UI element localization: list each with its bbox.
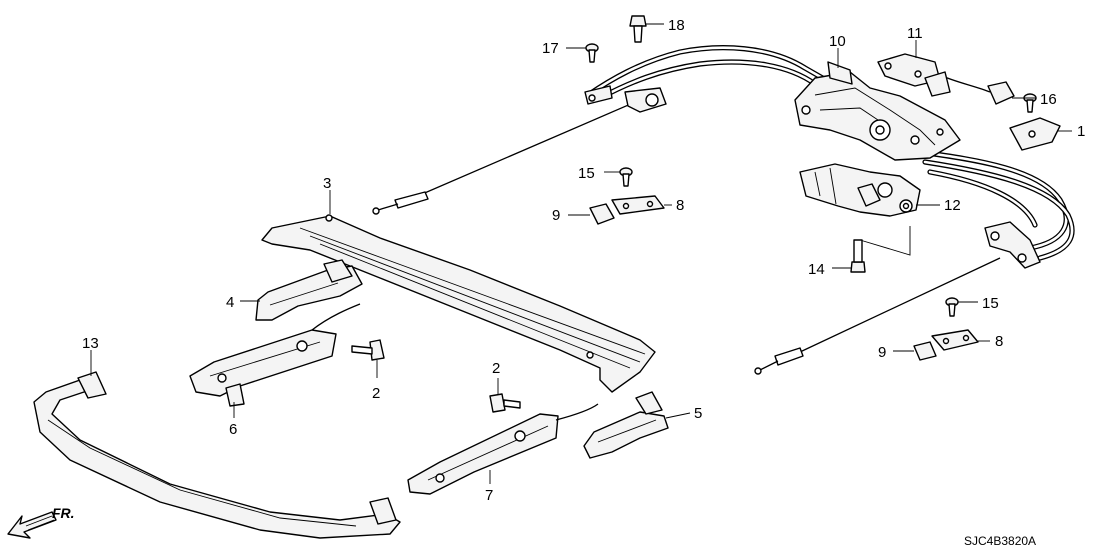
front-direction-label: FR. [52,505,75,521]
bracket-8-lower [931,329,979,351]
bolt-2-left [351,339,385,361]
leader-lines [90,23,1072,484]
sunroof-harness [877,53,1015,105]
callout-8-upper: 8 [676,197,684,214]
sunroof-motor [799,163,921,217]
callout-16: 16 [1040,91,1057,108]
drive-frame-assembly [794,61,961,161]
front-cross-rail [261,214,656,393]
rear-seal-frame [33,371,401,539]
callout-7: 7 [485,487,493,504]
bolt-18 [629,15,647,43]
callout-12: 12 [944,197,961,214]
slide-mechanism-left [189,303,361,407]
callout-numbers: 1 2 2 3 4 5 6 7 8 8 9 9 10 11 12 13 14 1… [82,17,1085,504]
drive-cable-right [754,257,1001,375]
screw-16 [1023,93,1037,113]
front-arrow-icon [7,511,57,539]
bracket-8-upper [611,195,665,215]
callout-6: 6 [229,421,237,438]
callout-17: 17 [542,40,559,57]
callout-11: 11 [907,25,923,42]
clip-9-upper [589,203,615,225]
drive-cable-left [372,99,641,215]
cable-clip-front [584,85,667,113]
callout-9-lower: 9 [878,344,886,361]
clip-1 [1009,117,1061,151]
callout-18: 18 [668,17,685,34]
diagram-code: SJC4B3820A [964,534,1036,548]
guide-slide-left [255,259,363,321]
callout-8-lower: 8 [995,333,1003,350]
callout-2-left: 2 [372,385,380,402]
guide-slide-right [583,391,669,459]
screw-17 [585,43,599,63]
callout-2-center: 2 [492,360,500,377]
callout-9-upper: 9 [552,207,560,224]
front-direction-indicator: FR. [7,505,75,539]
callout-15-lower: 15 [982,295,999,312]
callout-3: 3 [323,175,331,192]
cable-end-bracket-right [984,221,1041,269]
callout-10: 10 [829,33,846,50]
callout-4: 4 [226,294,234,311]
callout-14: 14 [808,261,825,278]
bolt-2-center [489,393,521,413]
callout-5: 5 [694,405,702,422]
callout-15-upper: 15 [578,165,595,182]
clip-9-lower [913,341,937,361]
slide-mechanism-right [407,403,599,495]
screw-15-lower [945,297,959,317]
screw-15-upper [619,167,633,187]
callout-13: 13 [82,335,99,352]
callout-1: 1 [1077,123,1085,140]
bolt-14 [850,226,911,273]
